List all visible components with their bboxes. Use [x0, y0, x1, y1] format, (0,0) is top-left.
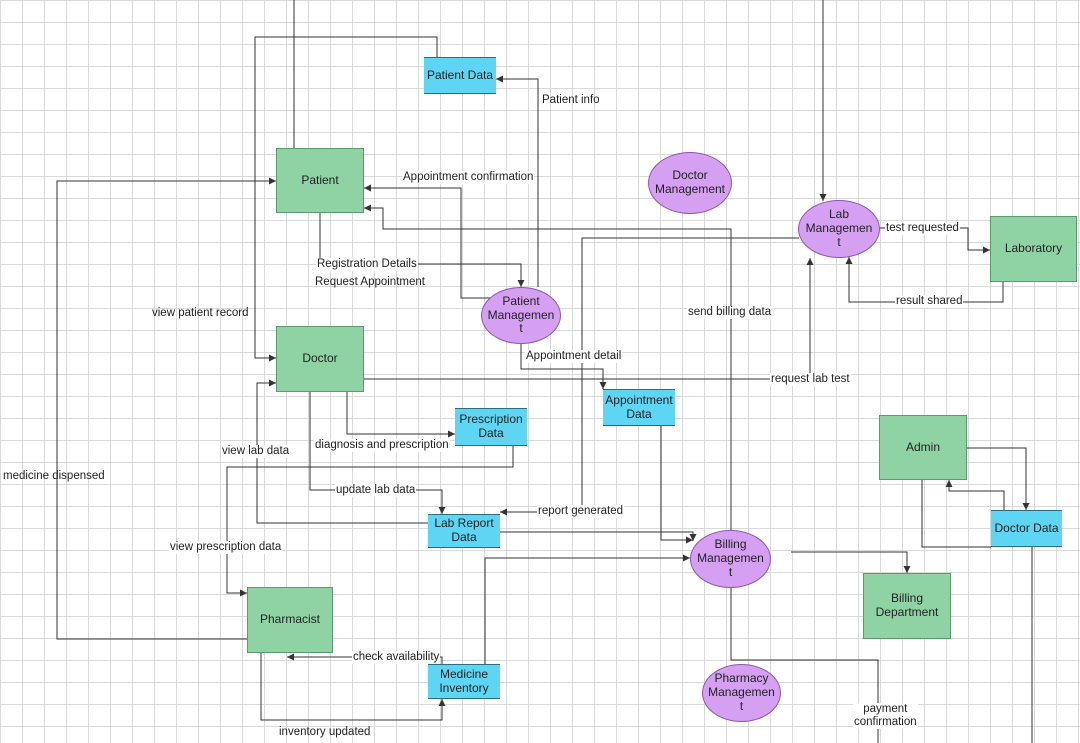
process-patient-management[interactable]: Patient Managemen t	[481, 287, 561, 344]
process-patient-management-label: Patient Managemen t	[487, 293, 555, 336]
store-patient-data-label: Patient Data	[426, 67, 494, 82]
process-doctor-management-label: Doctor Management	[654, 168, 726, 196]
store-appointment-data-label: Appointment Data	[605, 392, 673, 421]
store-appointment-data[interactable]: Appointment Data	[603, 389, 675, 426]
entity-admin-label: Admin	[905, 439, 940, 454]
label-report-generated: report generated	[537, 505, 625, 518]
store-lab-report-data[interactable]: Lab Report Data	[428, 514, 500, 548]
flow-billing-department	[791, 551, 911, 573]
store-prescription-data-label: Prescription Data	[459, 412, 523, 440]
process-lab-management[interactable]: Lab Managemen t	[798, 200, 880, 258]
process-lab-management-label: Lab Managemen t	[805, 207, 873, 249]
flow-appointment-to-billing	[660, 426, 693, 544]
entity-laboratory-label: Laboratory	[1004, 241, 1063, 256]
entity-doctor-label: Doctor	[302, 351, 338, 366]
label-test-requested: test requested	[885, 222, 960, 235]
store-doctor-data[interactable]: Doctor Data	[991, 510, 1062, 547]
label-medicine-dispensed: medicine dispensed	[3, 470, 105, 482]
flow-admin-bottom	[921, 480, 991, 548]
store-prescription-data[interactable]: Prescription Data	[455, 408, 527, 446]
label-view-prescription-data: view prescription data	[169, 541, 283, 554]
flow-inventory-to-billing	[484, 554, 690, 664]
label-diagnosis-and-prescription: diagnosis and prescription	[314, 439, 450, 452]
process-billing-management-label: Billing Managemen t	[697, 537, 764, 579]
entity-pharmacist-label: Pharmacist	[259, 612, 321, 627]
label-check-availability: check availability	[352, 651, 441, 664]
label-send-billing-data: send billing data	[687, 306, 773, 319]
flow-view-prescription	[226, 446, 514, 597]
flow-registration	[319, 213, 525, 287]
label-view-lab-data: view lab data	[221, 445, 291, 458]
entity-pharmacist[interactable]: Pharmacist	[247, 587, 333, 653]
process-doctor-management[interactable]: Doctor Management	[648, 152, 732, 214]
label-appointment-detail: Appointment detail	[525, 350, 623, 363]
flow-admin-to-doctor-data	[967, 447, 1030, 510]
label-view-patient-record: view patient record	[152, 307, 249, 319]
entity-billing-department-label: Billing Department	[875, 591, 939, 619]
label-payment-confirmation: payment confirmation	[853, 703, 918, 729]
entity-doctor[interactable]: Doctor	[276, 326, 364, 392]
flow-check-availability	[287, 653, 443, 664]
entity-patient[interactable]: Patient	[276, 148, 364, 213]
store-lab-report-data-label: Lab Report Data	[434, 516, 494, 544]
process-pharmacy-management[interactable]: Pharmacy Managemen t	[702, 664, 781, 722]
flow-report-generated	[500, 237, 799, 516]
flow-inventory-updated	[260, 653, 446, 721]
label-request-appointment: Request Appointment	[315, 276, 425, 288]
label-registration-details: Registration Details	[316, 258, 418, 271]
flow-medicine-dispensed	[56, 177, 276, 640]
label-result-shared: result shared	[895, 295, 964, 308]
process-billing-management[interactable]: Billing Managemen t	[690, 530, 771, 588]
process-pharmacy-management-label: Pharmacy Managemen t	[708, 671, 775, 713]
label-inventory-updated: inventory updated	[279, 726, 371, 738]
label-appointment-confirmation: Appointment confirmation	[402, 171, 535, 184]
flow-return-patient	[364, 204, 732, 530]
store-medicine-inventory[interactable]: Medicine Inventory	[428, 664, 500, 699]
flow-patient-info	[496, 75, 539, 287]
label-update-lab-data: update lab data	[335, 484, 417, 497]
label-request-lab-test: request lab test	[770, 373, 851, 386]
entity-billing-department[interactable]: Billing Department	[863, 573, 951, 639]
store-patient-data[interactable]: Patient Data	[424, 57, 496, 94]
label-patient-info: Patient info	[542, 94, 600, 106]
flow-diagnosis	[346, 392, 455, 438]
store-medicine-inventory-label: Medicine Inventory	[439, 666, 489, 695]
entity-laboratory[interactable]: Laboratory	[990, 216, 1077, 282]
flow-labreport-to-billing	[500, 531, 697, 541]
flow-payment-confirmation	[730, 587, 879, 743]
flow-doctor-data-to-admin	[945, 480, 1005, 510]
entity-patient-label: Patient	[301, 172, 339, 187]
entity-admin[interactable]: Admin	[879, 415, 967, 480]
flow-patient-data-to-doctor	[254, 36, 438, 362]
store-doctor-data-label: Doctor Data	[994, 520, 1059, 535]
